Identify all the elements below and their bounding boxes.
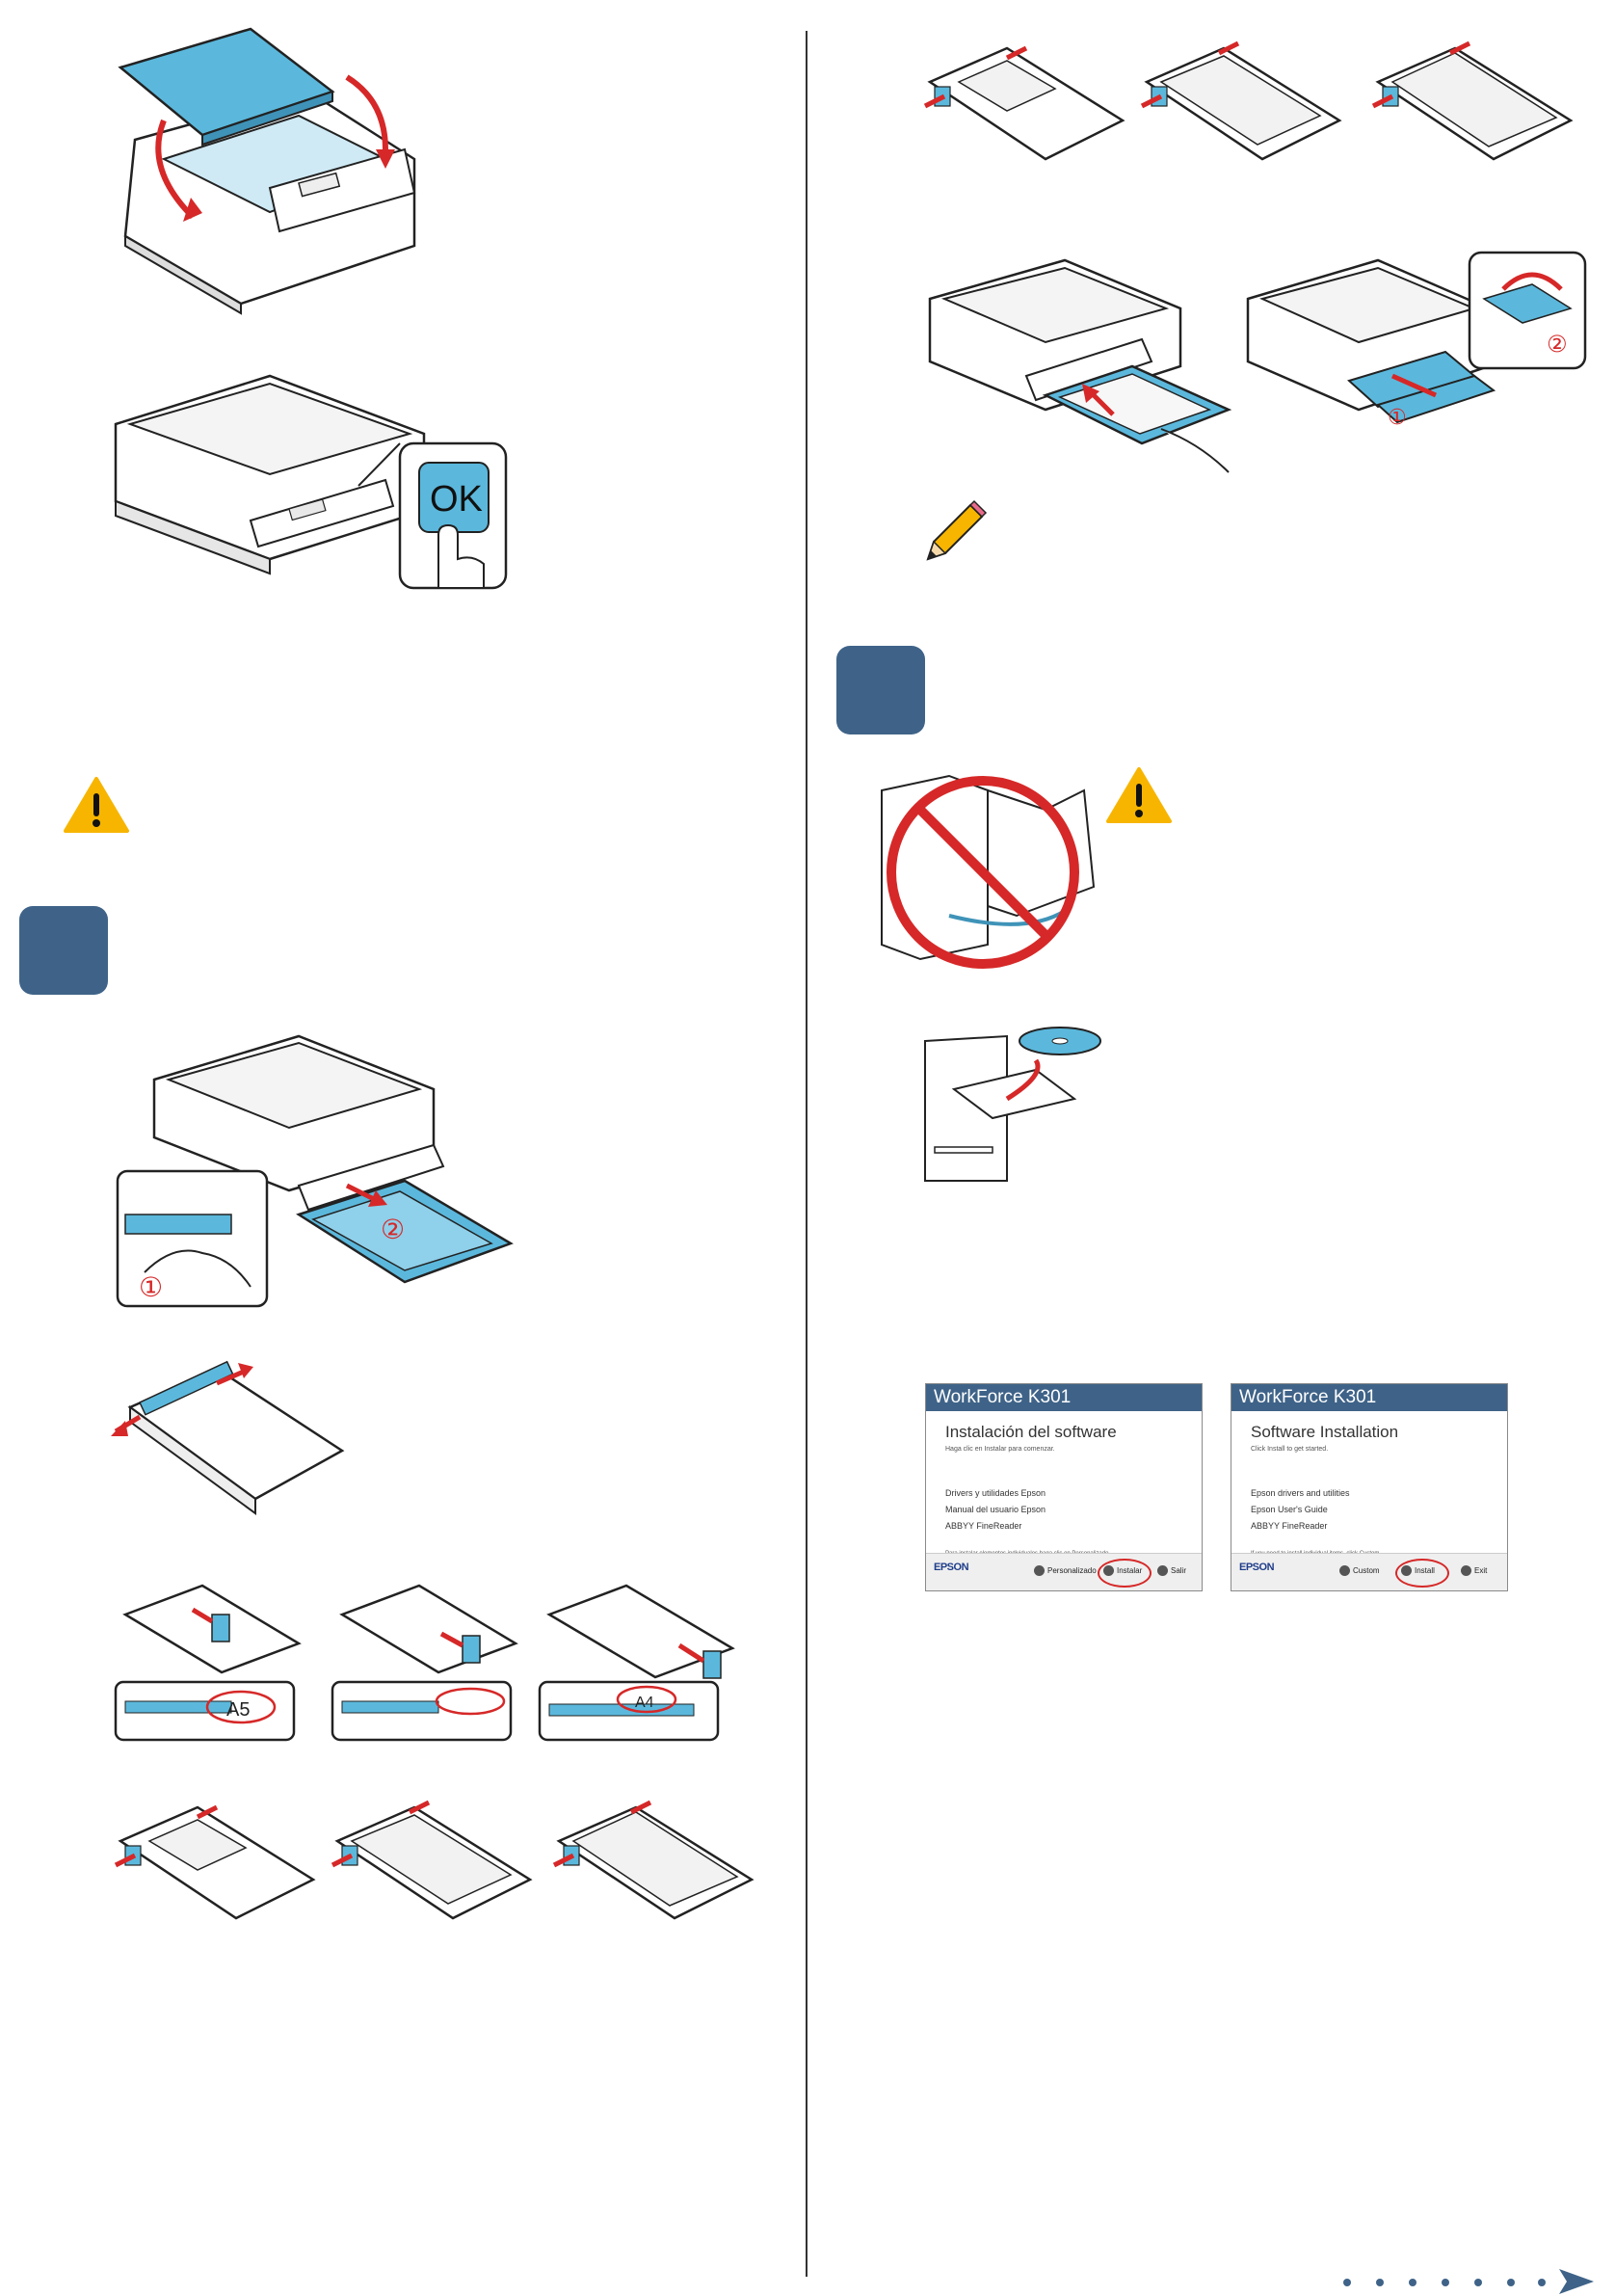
install-button-label: Install <box>1415 1566 1435 1575</box>
printer-lower-scanner-illustration <box>118 27 416 315</box>
custom-button-label: Personalizado <box>1047 1566 1097 1575</box>
install-icon <box>1401 1565 1412 1576</box>
installer-item: ABBYY FineReader <box>1251 1521 1328 1531</box>
paper-loaded-small-right-illustration <box>923 45 1125 161</box>
step-number-badge-right <box>836 646 925 734</box>
epson-logo: EPSON <box>1239 1562 1275 1573</box>
installer-item: Epson drivers and utilities <box>1251 1488 1350 1498</box>
installer-subtitle: Haga clic en Instalar para comenzar. <box>945 1446 1055 1453</box>
pencil-note-icon <box>926 499 988 561</box>
install-button-label: Instalar <box>1117 1566 1143 1575</box>
remove-cassette-illustration: ② ① <box>116 1034 514 1308</box>
paper-loaded-a4-right-illustration <box>1371 40 1574 161</box>
warning-icon <box>64 777 129 833</box>
install-button[interactable]: Install <box>1401 1565 1435 1576</box>
installer-heading: Instalación del software <box>945 1423 1117 1441</box>
installer-screen-english: WorkForce K301 Software Installation Cli… <box>1231 1383 1508 1591</box>
no-usb-icon <box>881 774 1096 969</box>
installer-heading: Software Installation <box>1251 1423 1399 1441</box>
column-divider <box>806 31 808 2277</box>
exit-icon <box>1461 1565 1471 1576</box>
pager-dot <box>1538 2279 1546 2286</box>
pager-dot <box>1376 2279 1384 2286</box>
install-highlight-ring <box>1395 1559 1449 1588</box>
epson-logo: EPSON <box>934 1562 969 1573</box>
callout-number-2-tray: ② <box>1547 331 1568 358</box>
paper-loaded-letter-right-illustration <box>1140 40 1342 161</box>
paper-loaded-letter-illustration <box>331 1800 533 1920</box>
cd-disc-icon <box>924 1027 1101 1182</box>
exit-icon <box>1157 1565 1168 1576</box>
installer-title: WorkForce K301 <box>926 1384 1202 1411</box>
custom-button[interactable]: Personalizado <box>1034 1565 1097 1576</box>
edge-guide-a4-illustration: A4 <box>538 1584 735 1742</box>
installer-item-list: Epson drivers and utilities Epson User's… <box>1231 1485 1507 1535</box>
edge-guide-letter-illustration <box>331 1584 518 1742</box>
slide-edge-guides-illustration <box>111 1360 345 1515</box>
pager-dot <box>1409 2279 1416 2286</box>
custom-button[interactable]: Custom <box>1339 1565 1380 1576</box>
install-icon <box>1103 1565 1114 1576</box>
installer-footer: EPSON Personalizado Instalar Salir <box>926 1553 1202 1590</box>
extend-output-tray-illustration: ① ② <box>1246 251 1587 430</box>
custom-icon <box>1034 1565 1045 1576</box>
paper-size-a4-label: A4 <box>635 1695 654 1711</box>
callout-number-1: ① <box>139 1271 163 1303</box>
custom-button-label: Custom <box>1353 1566 1380 1575</box>
step-number-badge <box>19 906 108 995</box>
installer-screen-spanish: WorkForce K301 Instalación del software … <box>925 1383 1203 1591</box>
install-highlight-ring <box>1098 1559 1152 1588</box>
warning-icon-right <box>1106 767 1172 823</box>
installer-item: Epson User's Guide <box>1251 1505 1328 1514</box>
installer-title: WorkForce K301 <box>1231 1384 1507 1411</box>
exit-button-label: Salir <box>1171 1566 1187 1575</box>
press-ok-illustration: OK <box>114 374 508 590</box>
exit-button-label: Exit <box>1474 1566 1488 1575</box>
insert-cassette-illustration <box>928 258 1232 473</box>
paper-loaded-small-illustration <box>114 1804 316 1920</box>
installer-footer: EPSON Custom Install Exit <box>1231 1553 1507 1590</box>
installer-subtitle: Click Install to get started. <box>1251 1446 1329 1453</box>
installer-item: Drivers y utilidades Epson <box>945 1488 1046 1498</box>
exit-button[interactable]: Exit <box>1461 1565 1487 1576</box>
callout-number-2: ② <box>381 1214 405 1245</box>
callout-number-1-tray: ① <box>1388 406 1407 430</box>
install-button[interactable]: Instalar <box>1103 1565 1142 1576</box>
installer-item: ABBYY FineReader <box>945 1521 1022 1531</box>
custom-icon <box>1339 1565 1350 1576</box>
pager-dot <box>1442 2279 1449 2286</box>
next-arrow-icon <box>1559 2269 1594 2294</box>
ok-key-label: OK <box>430 479 483 520</box>
exit-button[interactable]: Salir <box>1157 1565 1186 1576</box>
installer-item-list: Drivers y utilidades Epson Manual del us… <box>926 1485 1202 1535</box>
paper-size-a5-label: A5 <box>226 1699 250 1721</box>
installer-item: Manual del usuario Epson <box>945 1505 1046 1514</box>
pager-dot <box>1343 2279 1351 2286</box>
edge-guide-a5-illustration: A5 <box>114 1584 302 1742</box>
pager-dot <box>1474 2279 1482 2286</box>
pager-dot <box>1507 2279 1515 2286</box>
paper-loaded-a4-illustration <box>552 1800 755 1920</box>
